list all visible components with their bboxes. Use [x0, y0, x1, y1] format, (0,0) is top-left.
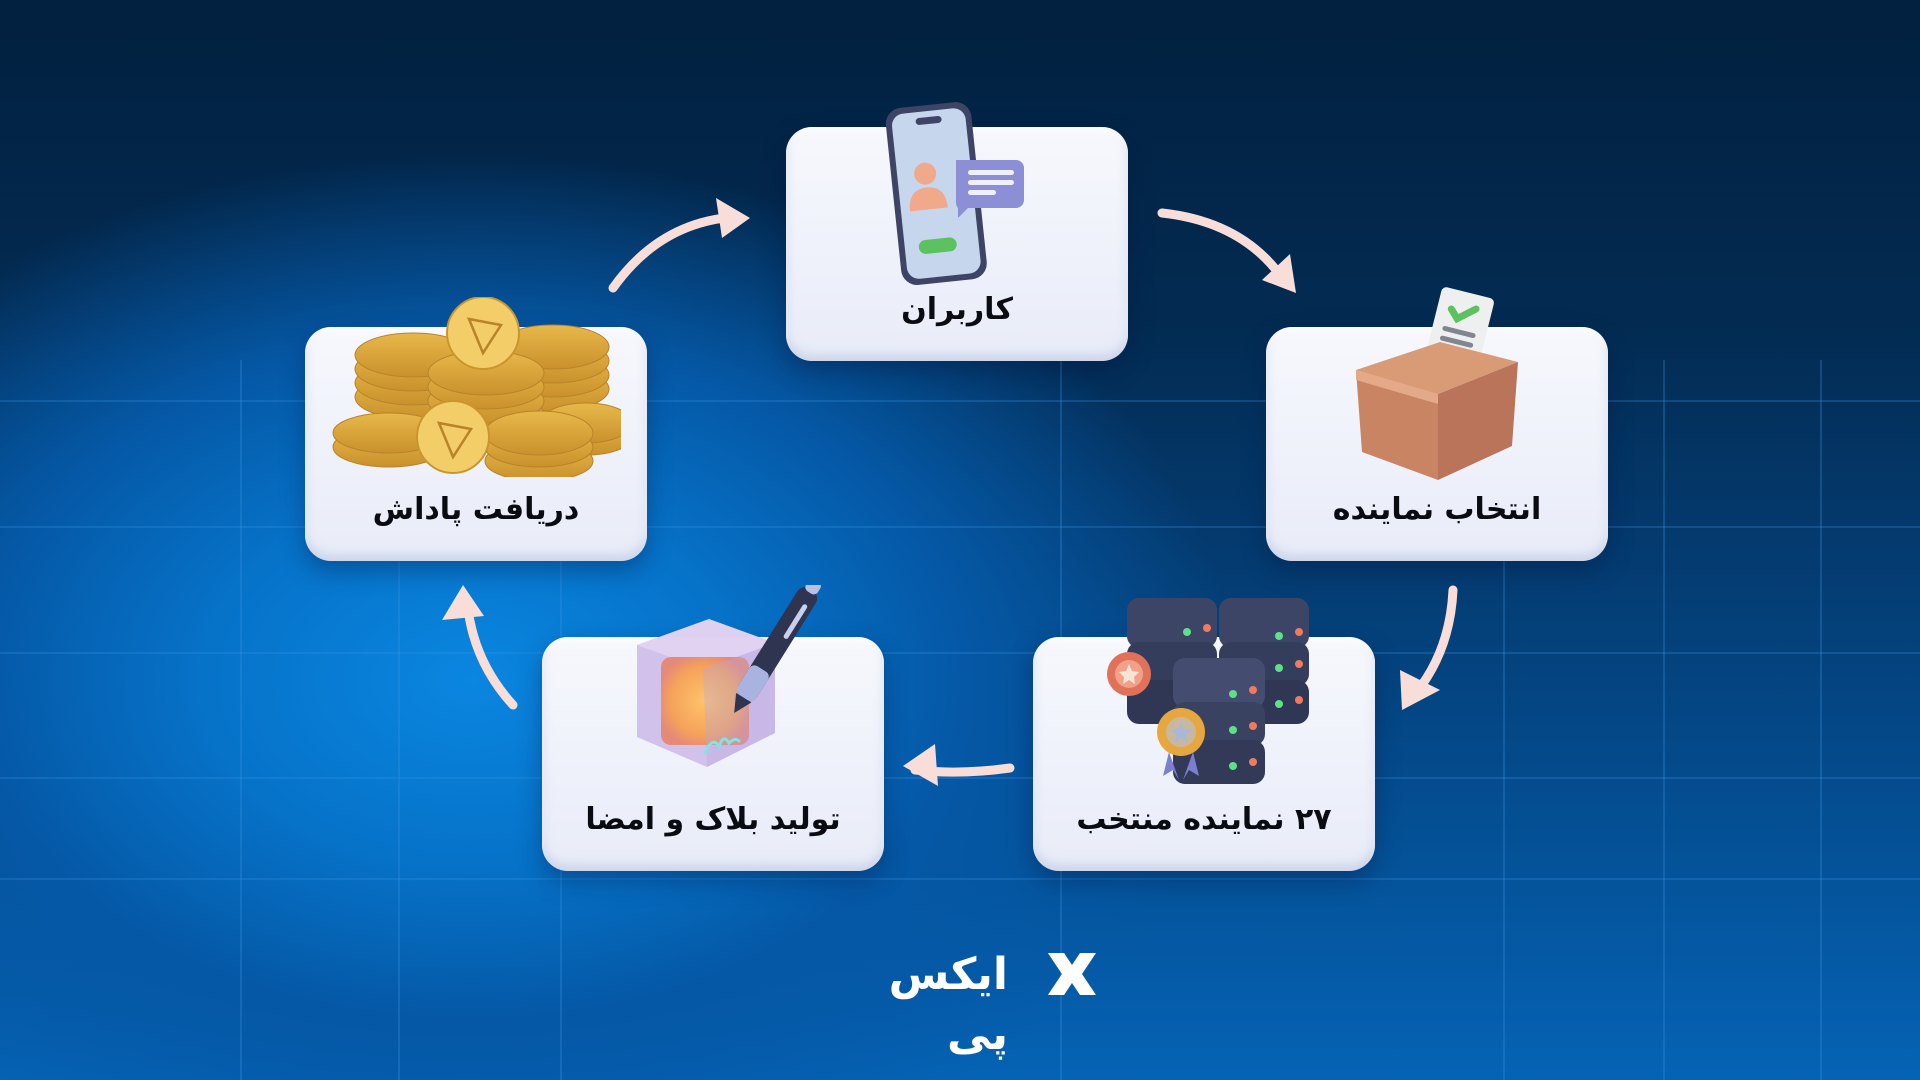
x-logo-icon [1048, 953, 1096, 995]
server-stack-icon [1107, 598, 1309, 784]
step-card-super-reps: ۲۷ نماینده منتخب [1033, 598, 1375, 871]
arrow-block-to-reward [462, 595, 518, 710]
arrow-super-reps-to-block [910, 763, 1015, 777]
arrow-users-to-vote [1157, 208, 1290, 287]
ballot-box-icon [1356, 287, 1518, 480]
arrowhead-icon [1262, 254, 1296, 293]
grid-line [0, 878, 1920, 880]
step-card-vote: انتخاب نماینده [1266, 287, 1608, 561]
step-card-reward: دریافت پاداش [305, 297, 647, 561]
arrowhead-icon [716, 198, 750, 238]
grid-line [0, 400, 1920, 402]
arrowhead-icon [1400, 670, 1440, 710]
grid-line [240, 360, 242, 1080]
grid-line [0, 652, 1920, 654]
grid-line [1820, 360, 1822, 1080]
grid-line [0, 777, 1920, 779]
brand-name: ایکس پی [888, 949, 1008, 1060]
coins-icon [332, 297, 621, 477]
grid-line [0, 526, 1920, 528]
step-label-reward: دریافت پاداش [372, 492, 580, 527]
step-card-users: کاربران [786, 102, 1128, 361]
step-label-super-reps: ۲۷ نماینده منتخب [1076, 802, 1332, 837]
arrowhead-icon [903, 744, 938, 786]
phone-chat-icon [885, 102, 1024, 285]
step-label-block: تولید بلاک و امضا [585, 802, 841, 837]
step-label-users: کاربران [901, 292, 1013, 327]
arrow-reward-to-users [608, 212, 740, 293]
grid-line [1663, 360, 1665, 1080]
step-label-vote: انتخاب نماینده [1332, 492, 1542, 527]
step-card-block: تولید بلاک و امضا [542, 585, 884, 871]
brand-logo: ایکس پی [818, 945, 1108, 1060]
block-signature-icon [637, 585, 821, 767]
arrow-vote-to-super-reps [1405, 585, 1458, 705]
arrowhead-icon [442, 585, 484, 620]
